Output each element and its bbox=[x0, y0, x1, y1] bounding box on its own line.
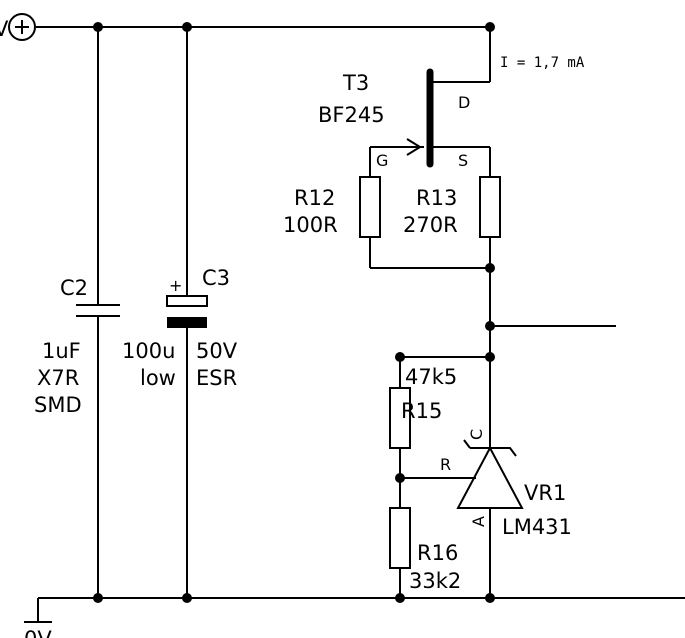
c2-ref: C2 bbox=[60, 276, 88, 300]
c2-package: SMD bbox=[34, 393, 82, 417]
regulator-vr1 bbox=[400, 357, 524, 598]
junction-dot bbox=[93, 593, 103, 603]
t3-drain-label: D bbox=[458, 93, 470, 112]
c3-type-esr: ESR bbox=[196, 366, 237, 390]
c2-value: 1uF bbox=[42, 339, 81, 363]
ground-label: 0V bbox=[24, 627, 52, 638]
junction-dot bbox=[485, 352, 495, 362]
capacitor-c2 bbox=[76, 27, 120, 598]
junction-dot bbox=[395, 593, 405, 603]
vr1-ref: VR1 bbox=[524, 481, 566, 505]
junction-dot bbox=[93, 22, 103, 32]
junction-dot bbox=[485, 321, 495, 331]
junction-dot bbox=[395, 473, 405, 483]
c3-value: 100u bbox=[122, 339, 175, 363]
t3-ref: T3 bbox=[342, 71, 369, 95]
junction-dot bbox=[485, 263, 495, 273]
drain-current: I = 1,7 mA bbox=[500, 55, 585, 71]
resistor-r16 bbox=[389, 507, 411, 598]
junction-dot bbox=[182, 22, 192, 32]
c3-voltage: 50V bbox=[196, 339, 238, 363]
vr1-anode-label: A bbox=[469, 516, 488, 527]
r15-ref: R15 bbox=[401, 399, 442, 423]
junction-dot bbox=[485, 22, 495, 32]
supply-terminal: V bbox=[0, 13, 36, 41]
r15-value: 47k5 bbox=[405, 365, 457, 389]
r13-ref: R13 bbox=[416, 186, 457, 210]
output-wiring bbox=[370, 267, 616, 358]
vr1-cathode-label: C bbox=[467, 429, 486, 440]
junction-dot bbox=[182, 593, 192, 603]
junction-dot bbox=[395, 352, 405, 362]
ground-symbol: 0V bbox=[24, 598, 52, 638]
junction-dots bbox=[93, 22, 495, 603]
supply-label: V bbox=[0, 17, 9, 41]
jfet-t3 bbox=[370, 27, 491, 168]
r16-value: 33k2 bbox=[409, 569, 461, 593]
resistor-r12 bbox=[359, 147, 381, 268]
r16-ref: R16 bbox=[417, 541, 458, 565]
t3-part: BF245 bbox=[318, 103, 385, 127]
resistor-r13 bbox=[479, 147, 501, 268]
vr1-ref-pin-label: R bbox=[440, 455, 451, 474]
capacitor-c3 bbox=[166, 27, 208, 598]
t3-source-label: S bbox=[458, 151, 468, 170]
r12-value: 100R bbox=[283, 213, 338, 237]
r12-ref: R12 bbox=[294, 186, 335, 210]
r13-value: 270R bbox=[403, 213, 458, 237]
c3-type-low: low bbox=[140, 366, 176, 390]
resistor-r15 bbox=[389, 357, 411, 508]
c2-dielectric: X7R bbox=[37, 366, 79, 390]
c3-polarity: + bbox=[169, 276, 182, 295]
c3-ref: C3 bbox=[202, 266, 230, 290]
junction-dot bbox=[485, 593, 495, 603]
t3-gate-label: G bbox=[376, 151, 388, 170]
vr1-part: LM431 bbox=[502, 515, 572, 539]
